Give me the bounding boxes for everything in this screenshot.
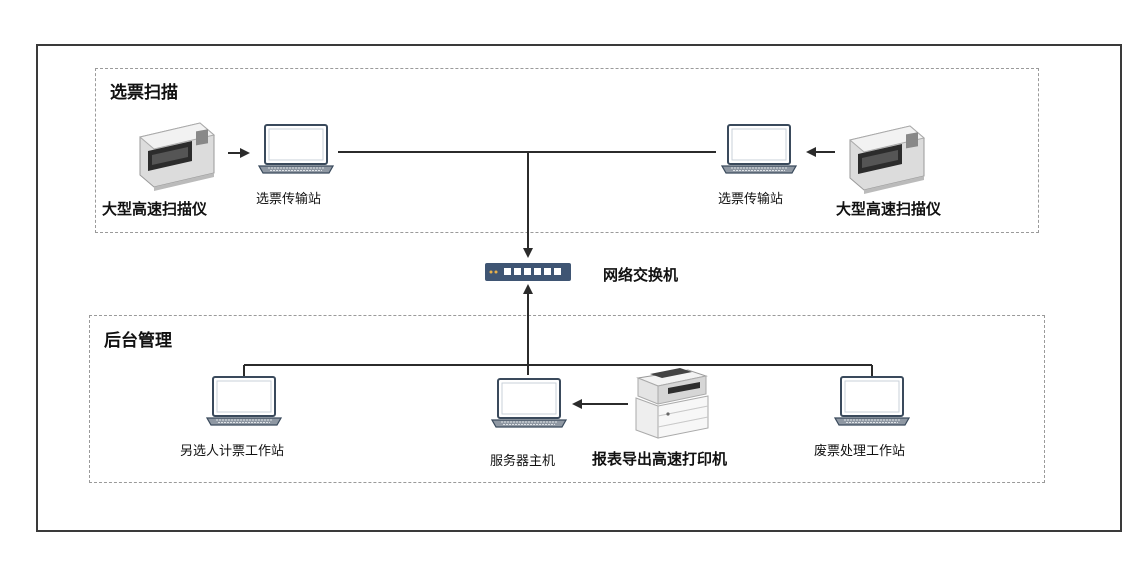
- laptop-invalid-label: 废票处理工作站: [814, 444, 906, 459]
- group-ballot-scan: [95, 68, 1039, 233]
- diagram-frame: [36, 44, 1122, 532]
- group-backend: [89, 315, 1045, 483]
- laptop-icon: [834, 376, 910, 426]
- server-label: 服务器主机: [490, 454, 556, 469]
- laptop-scan-left-label: 选票传输站: [256, 192, 322, 207]
- group-title-scan: 选票扫描: [110, 83, 178, 103]
- laptop-icon: [491, 378, 567, 428]
- laptop-icon: [721, 124, 797, 174]
- laptop-scan-right-label: 选票传输站: [718, 192, 784, 207]
- laptop-recount-label: 另选人计票工作站: [180, 444, 285, 459]
- scanner-right-label: 大型高速扫描仪: [836, 200, 942, 218]
- scanner-left-label: 大型高速扫描仪: [102, 200, 208, 218]
- group-title-backend: 后台管理: [104, 331, 172, 351]
- scanner-icon: [848, 125, 926, 194]
- switch-label: 网络交换机: [603, 266, 679, 284]
- laptop-icon: [258, 124, 334, 174]
- network-switch-icon: [485, 263, 571, 281]
- printer-label: 报表导出高速打印机: [592, 450, 728, 468]
- printer-icon: [635, 368, 709, 439]
- laptop-icon: [206, 376, 282, 426]
- scanner-icon: [138, 122, 216, 191]
